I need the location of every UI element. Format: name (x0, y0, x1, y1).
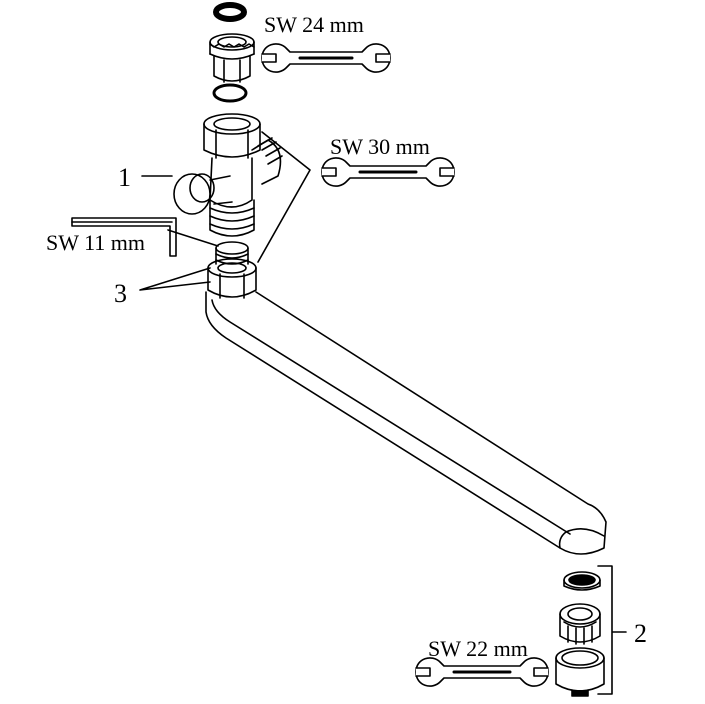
bracket-part-2 (597, 565, 627, 695)
hex-adapter-nut (209, 33, 255, 83)
label-sw-11: SW 11 mm (46, 230, 145, 255)
wrench-sw24-icon (261, 43, 391, 73)
diverter-valve-body (173, 113, 283, 237)
aerator-housing (555, 647, 605, 697)
part-number-3: 3 (114, 279, 127, 308)
middle-seal-ring (212, 83, 248, 103)
part-number-1: 1 (118, 163, 131, 192)
aerator-screen (563, 571, 601, 591)
leader-line-part-3 (139, 267, 211, 291)
part-number-2: 2 (634, 619, 647, 648)
label-sw-22: SW 22 mm (428, 636, 528, 661)
label-sw-24: SW 24 mm (264, 12, 364, 37)
wrench-sw22-icon (415, 657, 549, 687)
wrench-sw30-icon (321, 157, 455, 187)
top-seal-ring (213, 2, 247, 22)
spout (205, 291, 607, 555)
leader-line-sw30 (257, 131, 311, 263)
threaded-connector (207, 241, 257, 299)
label-sw-30: SW 30 mm (330, 134, 430, 159)
aerator-insert (559, 603, 601, 645)
leader-line-sw11 (167, 229, 219, 247)
hex-key-sw11-icon (71, 217, 177, 257)
